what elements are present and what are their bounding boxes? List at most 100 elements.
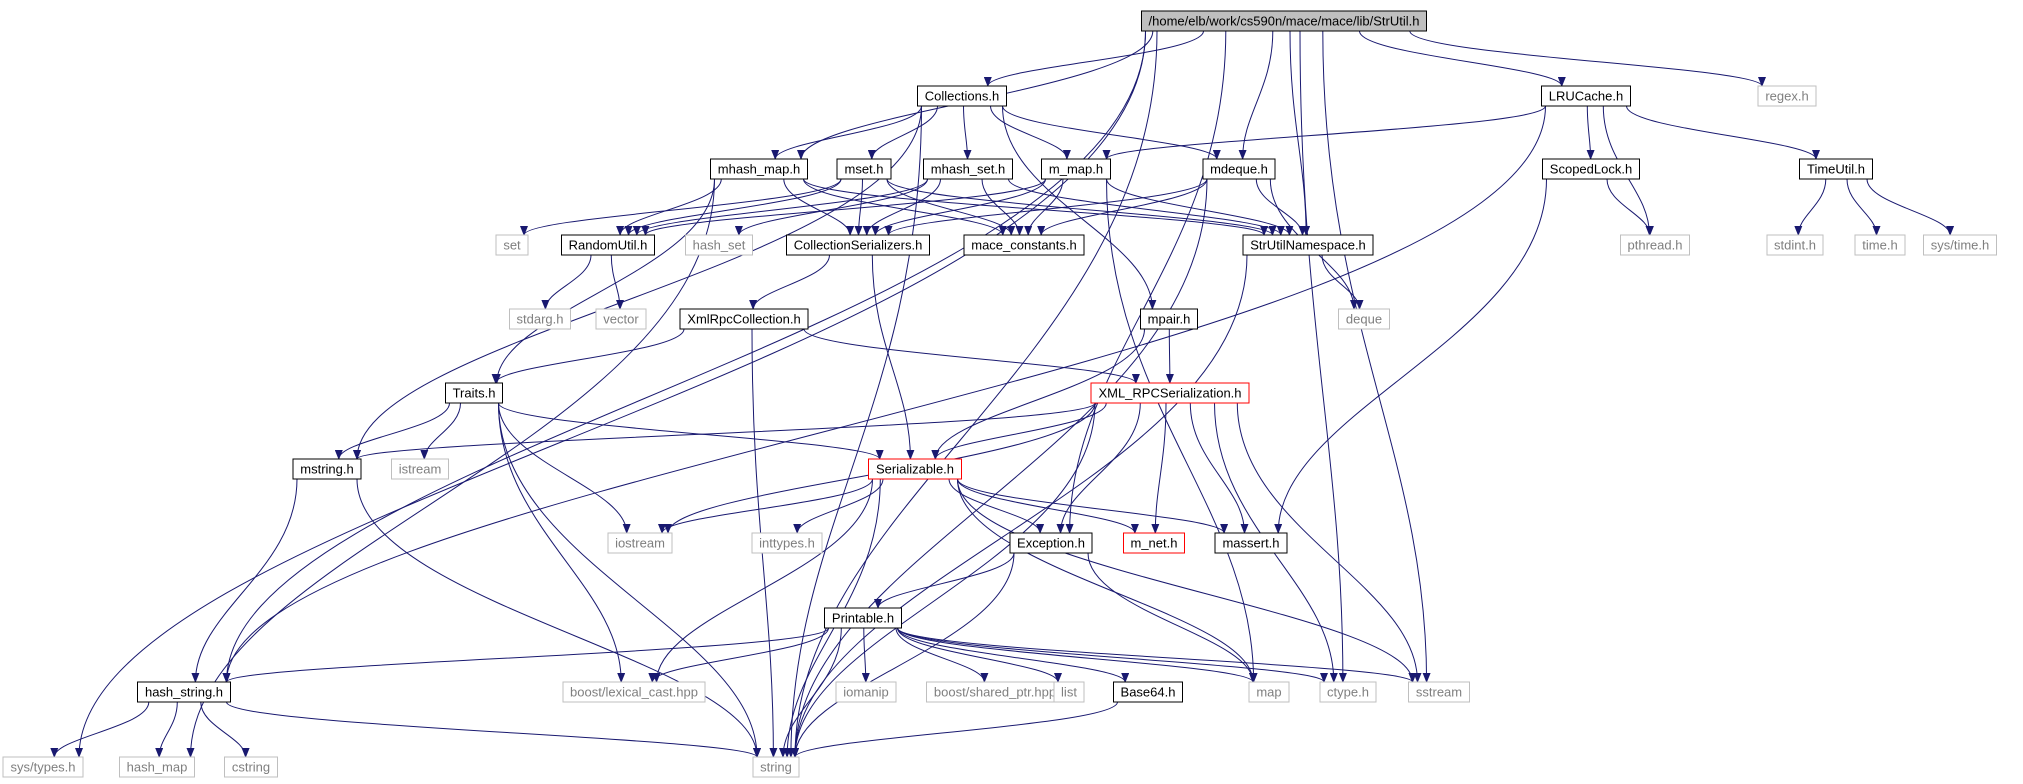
node-mstring[interactable]: mstring.h: [292, 458, 362, 480]
edge-mhash_set-to-hash_set: [734, 178, 928, 236]
node-inttypes[interactable]: inttypes.h: [751, 532, 823, 554]
node-box: [1408, 681, 1470, 703]
edge-mhash_map-to-randomutil: [616, 178, 722, 236]
edge-collections-to-string: [786, 105, 922, 758]
node-traits[interactable]: Traits.h: [445, 382, 503, 404]
node-istream[interactable]: istream: [391, 458, 449, 480]
node-label: hash_string.h: [145, 685, 223, 700]
edge-strutil-to-hash_string: [222, 30, 1146, 683]
node-hash_map[interactable]: hash_map: [119, 756, 195, 778]
node-deque[interactable]: deque: [1338, 308, 1390, 330]
node-label: deque: [1346, 312, 1382, 327]
node-pthread[interactable]: pthread.h: [1620, 234, 1690, 256]
edge-serializable-to-iostream: [658, 478, 873, 534]
node-strutil[interactable]: /home/elb/work/cs590n/mace/mace/lib/StrU…: [1141, 10, 1427, 32]
edge-xmlrpcser-to-string: [791, 402, 1096, 758]
node-base64[interactable]: Base64.h: [1113, 681, 1183, 703]
node-label: cstring: [232, 760, 270, 775]
node-box: [1009, 532, 1093, 554]
node-box: [495, 234, 529, 256]
node-set[interactable]: set: [495, 234, 529, 256]
node-serializable[interactable]: Serializable.h: [868, 458, 962, 480]
node-shared_ptr[interactable]: boost/shared_ptr.hpp: [926, 681, 1064, 703]
node-time[interactable]: time.h: [1854, 234, 1906, 256]
node-iostream[interactable]: iostream: [607, 532, 673, 554]
node-box: [1053, 681, 1085, 703]
edge-collser-to-serializable: [871, 254, 915, 460]
node-label: mstring.h: [300, 462, 353, 477]
node-box: [868, 458, 962, 480]
node-box: [292, 458, 362, 480]
node-box: [509, 308, 571, 330]
node-box: [1766, 234, 1824, 256]
edge-randomutil-to-stdarg: [541, 254, 592, 310]
edge-printable-to-hash_string: [222, 627, 829, 683]
edge-timeutil-to-time: [1846, 178, 1881, 236]
node-box: [710, 158, 808, 180]
node-mpair[interactable]: mpair.h: [1140, 308, 1198, 330]
node-label: mhash_set.h: [931, 162, 1005, 177]
node-label: boost/shared_ptr.hpp: [934, 685, 1056, 700]
node-exception[interactable]: Exception.h: [1009, 532, 1093, 554]
edge-m_map-to-randomutil: [641, 178, 1046, 236]
node-cstring[interactable]: cstring: [224, 756, 278, 778]
edge-serializable-to-map: [957, 478, 1257, 683]
edge-hash_string-to-systypes: [50, 701, 150, 758]
edge-traits-to-lexical_cast: [498, 402, 626, 683]
edge-traits-to-serializable: [498, 402, 884, 460]
node-mdeque[interactable]: mdeque.h: [1202, 158, 1276, 180]
node-stdint[interactable]: stdint.h: [1766, 234, 1824, 256]
edge-collections-to-m_map: [990, 105, 1071, 160]
node-vector[interactable]: vector: [595, 308, 647, 330]
node-collections[interactable]: Collections.h: [917, 85, 1007, 107]
node-timeutil[interactable]: TimeUtil.h: [1799, 158, 1873, 180]
node-label: CollectionSerializers.h: [794, 238, 923, 253]
edge-mhash_set-to-collser: [862, 178, 941, 236]
node-box: [1799, 158, 1873, 180]
node-massert[interactable]: massert.h: [1214, 532, 1288, 554]
edge-serializable-to-lexical_cast: [652, 478, 873, 683]
node-label: hash_map: [127, 760, 188, 775]
node-hash_string[interactable]: hash_string.h: [137, 681, 231, 703]
edge-printable-to-list: [897, 627, 1062, 683]
node-strutilns[interactable]: StrUtilNamespace.h: [1242, 234, 1374, 256]
node-label: time.h: [1862, 238, 1897, 253]
node-mhash_set[interactable]: mhash_set.h: [923, 158, 1013, 180]
node-list[interactable]: list: [1053, 681, 1085, 703]
node-m_net[interactable]: m_net.h: [1123, 532, 1185, 554]
node-collser[interactable]: CollectionSerializers.h: [786, 234, 930, 256]
node-printable[interactable]: Printable.h: [824, 607, 902, 629]
node-lrucache[interactable]: LRUCache.h: [1541, 85, 1631, 107]
node-label: XmlRpcCollection.h: [687, 312, 800, 327]
node-systime[interactable]: sys/time.h: [1923, 234, 1997, 256]
node-lexical_cast[interactable]: boost/lexical_cast.hpp: [562, 681, 706, 703]
node-map[interactable]: map: [1248, 681, 1290, 703]
node-label: hash_set: [693, 238, 746, 253]
edge-serializable-to-exception: [948, 478, 1045, 534]
node-sstream[interactable]: sstream: [1408, 681, 1470, 703]
node-xmlrpcser[interactable]: XML_RPCSerialization.h: [1090, 382, 1250, 404]
node-regex[interactable]: regex.h: [1757, 85, 1817, 107]
node-m_map[interactable]: m_map.h: [1041, 158, 1111, 180]
node-iomanip[interactable]: iomanip: [835, 681, 897, 703]
node-hash_set[interactable]: hash_set: [685, 234, 753, 256]
node-mset[interactable]: mset.h: [836, 158, 892, 180]
node-box: [1140, 308, 1198, 330]
node-stdarg[interactable]: stdarg.h: [509, 308, 571, 330]
node-systypes[interactable]: sys/types.h: [2, 756, 84, 778]
node-label: iomanip: [843, 685, 889, 700]
node-label: /home/elb/work/cs590n/mace/mace/lib/StrU…: [1149, 14, 1420, 29]
node-box: [1319, 681, 1377, 703]
edge-serializable-to-m_net: [957, 478, 1139, 534]
node-mhash_map[interactable]: mhash_map.h: [710, 158, 808, 180]
node-box: [595, 308, 647, 330]
node-scopedlock[interactable]: ScopedLock.h: [1542, 158, 1640, 180]
edge-strutil-to-collections: [983, 30, 1204, 87]
node-box: [824, 607, 902, 629]
node-randomutil[interactable]: RandomUtil.h: [561, 234, 655, 256]
node-ctype[interactable]: ctype.h: [1319, 681, 1377, 703]
node-mace_constants[interactable]: mace_constants.h: [963, 234, 1085, 256]
node-label: mpair.h: [1148, 312, 1191, 327]
node-string[interactable]: string: [752, 756, 800, 778]
node-xmlrpccoll[interactable]: XmlRpcCollection.h: [679, 308, 809, 330]
